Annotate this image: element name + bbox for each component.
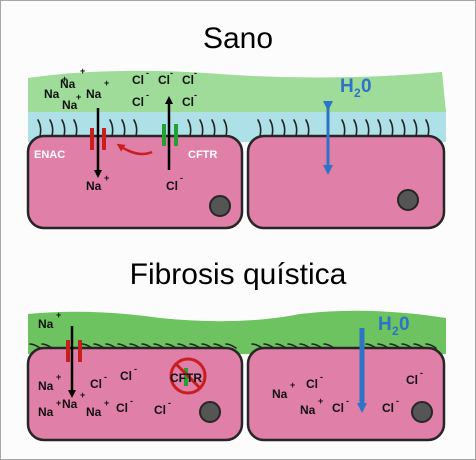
svg-text:Na: Na <box>300 403 316 417</box>
cftr-label: CFTR <box>188 149 217 161</box>
svg-text:+: + <box>104 173 109 183</box>
healthy-right-cell <box>246 134 446 230</box>
svg-text:H: H <box>340 76 354 97</box>
svg-text:+: + <box>104 398 109 408</box>
svg-text:Cl: Cl <box>158 73 170 87</box>
healthy-left-cell <box>26 134 244 230</box>
svg-text:-: - <box>130 396 133 406</box>
svg-text:Na: Na <box>86 179 102 193</box>
svg-text:Na: Na <box>60 77 76 91</box>
svg-text:Cl: Cl <box>132 95 144 109</box>
svg-text:H: H <box>378 314 392 335</box>
cf-mucus-layer <box>28 310 446 354</box>
healthy-enac-channel <box>90 128 106 150</box>
healthy-nucleus-left <box>209 195 231 217</box>
svg-text:+: + <box>56 310 61 320</box>
svg-text:+: + <box>80 66 85 76</box>
svg-text:Cl: Cl <box>382 401 394 415</box>
svg-text:Na: Na <box>62 98 78 112</box>
cf-water-label: H 2 0 <box>378 314 410 338</box>
svg-text:+: + <box>76 92 81 102</box>
cftr-blocked-icon: CFTR <box>169 357 207 395</box>
svg-text:-: - <box>168 398 171 408</box>
cf-right-cell <box>246 346 446 442</box>
svg-text:-: - <box>134 364 137 374</box>
svg-text:Cl: Cl <box>332 401 344 415</box>
enac-label: ENAC <box>34 149 65 161</box>
svg-text:Cl: Cl <box>166 179 178 193</box>
svg-text:Cl: Cl <box>116 401 128 415</box>
svg-text:Cl: Cl <box>154 403 166 417</box>
healthy-water-label: H 2 0 <box>340 76 372 100</box>
svg-text:2: 2 <box>354 86 361 100</box>
svg-text:Cl: Cl <box>132 73 144 87</box>
svg-text:+: + <box>318 396 323 406</box>
svg-text:Na: Na <box>38 317 54 331</box>
svg-text:+: + <box>62 74 67 84</box>
svg-text:Na: Na <box>62 397 78 411</box>
healthy-ion-labels: Na+ + Na Na + Na+ Cl- Cl- Cl- Cl- Cl- Na… <box>44 66 197 193</box>
svg-text:+: + <box>56 398 61 408</box>
svg-text:Cl: Cl <box>306 377 318 391</box>
svg-text:Na: Na <box>272 387 288 401</box>
svg-text:-: - <box>146 68 149 78</box>
svg-text:Cl: Cl <box>182 73 194 87</box>
healthy-panel-title: Sano <box>202 22 274 55</box>
svg-text:0: 0 <box>361 76 372 97</box>
svg-text:-: - <box>420 368 423 378</box>
cf-panel-title: Fibrosis quística <box>129 258 347 291</box>
svg-text:+: + <box>80 390 85 400</box>
svg-text:-: - <box>194 90 197 100</box>
svg-text:Na: Na <box>86 87 102 101</box>
svg-text:Na: Na <box>38 379 54 393</box>
svg-text:Cl: Cl <box>406 373 418 387</box>
healthy-nucleus-right <box>397 189 419 211</box>
svg-text:+: + <box>104 78 109 88</box>
healthy-cilia <box>37 119 430 137</box>
healthy-inhibition-arrow <box>116 143 153 156</box>
svg-text:-: - <box>170 68 173 78</box>
cf-ion-labels: Na+ Na+ Na+ Na+ Na+ Cl- Cl- Cl- Cl- Na+ … <box>38 310 423 419</box>
svg-text:-: - <box>194 68 197 78</box>
svg-text:-: - <box>320 372 323 382</box>
cf-nucleus-left <box>199 401 221 423</box>
svg-text:-: - <box>346 396 349 406</box>
svg-text:2: 2 <box>392 324 399 338</box>
svg-text:-: - <box>146 90 149 100</box>
svg-text:Na: Na <box>86 405 102 419</box>
svg-text:Na: Na <box>44 87 60 101</box>
cf-nucleus-right <box>411 401 433 423</box>
cf-cftr-label: CFTR <box>170 371 202 385</box>
svg-text:Na: Na <box>38 405 54 419</box>
svg-text:Cl: Cl <box>90 377 102 391</box>
svg-text:-: - <box>180 173 183 183</box>
cf-left-cell <box>26 346 244 442</box>
svg-text:0: 0 <box>399 314 410 335</box>
healthy-mucus-layer <box>28 70 446 112</box>
cf-cilia <box>29 343 437 349</box>
svg-text:+: + <box>290 380 295 390</box>
svg-text:-: - <box>396 396 399 406</box>
svg-text:+: + <box>56 372 61 382</box>
svg-text:-: - <box>104 372 107 382</box>
svg-text:Cl: Cl <box>182 95 194 109</box>
healthy-cftr-channel <box>162 124 178 146</box>
cf-enac-channel <box>66 340 82 362</box>
svg-text:Cl: Cl <box>120 369 132 383</box>
